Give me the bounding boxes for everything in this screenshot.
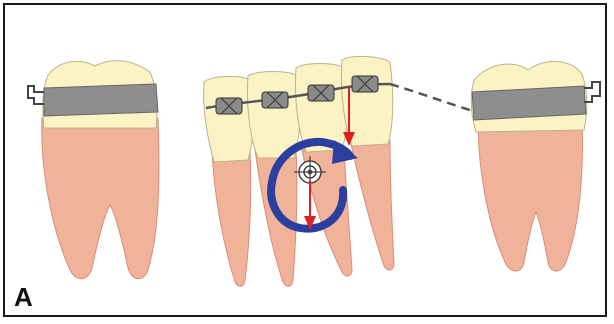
right-molar bbox=[471, 61, 600, 271]
bracket-3 bbox=[308, 85, 334, 101]
bracket-1 bbox=[216, 98, 242, 114]
panel-label: A bbox=[14, 284, 33, 310]
left-molar-tube bbox=[28, 86, 44, 104]
left-molar bbox=[28, 61, 159, 279]
incisor-2-crown bbox=[247, 72, 300, 159]
incisor-1-crown bbox=[204, 76, 254, 162]
incisor-1-root bbox=[212, 150, 251, 286]
left-molar-root bbox=[42, 118, 159, 279]
incisor-4-root bbox=[350, 140, 394, 270]
bracket-4 bbox=[352, 76, 378, 92]
left-molar-band bbox=[44, 84, 158, 116]
right-molar-band bbox=[472, 86, 586, 120]
right-molar-root bbox=[478, 120, 582, 271]
bracket-2 bbox=[262, 92, 288, 108]
